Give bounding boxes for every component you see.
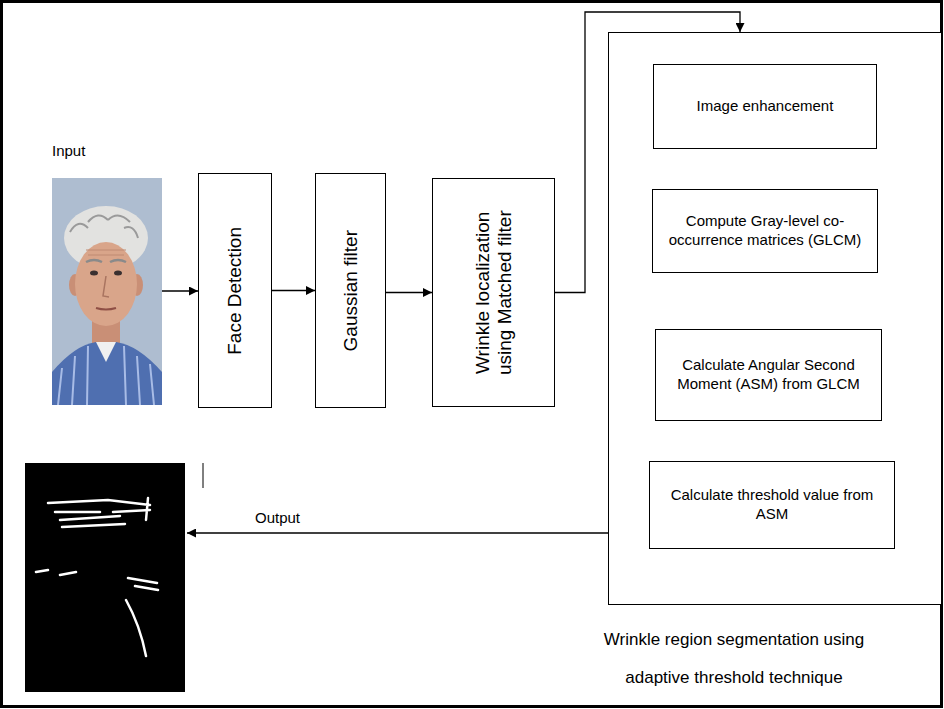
photo-background [52, 178, 162, 405]
input-photo [52, 178, 162, 405]
shirt [52, 342, 162, 405]
mask-background [25, 463, 185, 692]
process-box: Calculate threshold value from ASM [649, 461, 895, 549]
box-label: Calculate threshold value from ASM [658, 486, 886, 524]
input-arrow [162, 290, 198, 291]
eye [90, 271, 98, 276]
forehead-wrinkles [86, 250, 126, 255]
process-box: Calculate Angular Second Moment (ASM) fr… [655, 329, 882, 421]
eye [114, 271, 122, 276]
flow-arrow [386, 292, 432, 293]
box-label: Face Detection [224, 227, 246, 355]
output-arrow [187, 532, 608, 533]
image-label: Output [255, 509, 300, 526]
box-label: Image enhancement [697, 97, 834, 116]
group-heading: Wrinkle region segmentation using adapti… [579, 621, 889, 697]
hair-curls [70, 215, 138, 238]
process-box: Image enhancement [653, 64, 877, 149]
face [75, 242, 137, 326]
process-box: Wrinkle localization using Matched filte… [432, 178, 555, 407]
output-mask [25, 463, 185, 692]
box-label: Gaussian filter [340, 230, 362, 351]
flow-arrow [272, 290, 315, 291]
image-label: Input [52, 142, 85, 159]
mouth [96, 308, 116, 310]
box-label: Calculate Angular Second Moment (ASM) fr… [664, 356, 873, 394]
collar [96, 342, 116, 362]
box-label: Compute Gray-level co-occurrence matrice… [661, 212, 869, 250]
process-box: Compute Gray-level co-occurrence matrice… [652, 189, 878, 273]
tick-mark [203, 463, 204, 488]
nose [103, 276, 109, 297]
eyebrows [86, 260, 126, 262]
group-box: Image enhancementCompute Gray-level co-o… [608, 32, 942, 605]
wrinkle-lines [36, 498, 158, 656]
box-label: Wrinkle localization using Matched filte… [472, 187, 516, 398]
process-box: Gaussian filter [315, 173, 386, 408]
process-box: Face Detection [198, 173, 272, 408]
